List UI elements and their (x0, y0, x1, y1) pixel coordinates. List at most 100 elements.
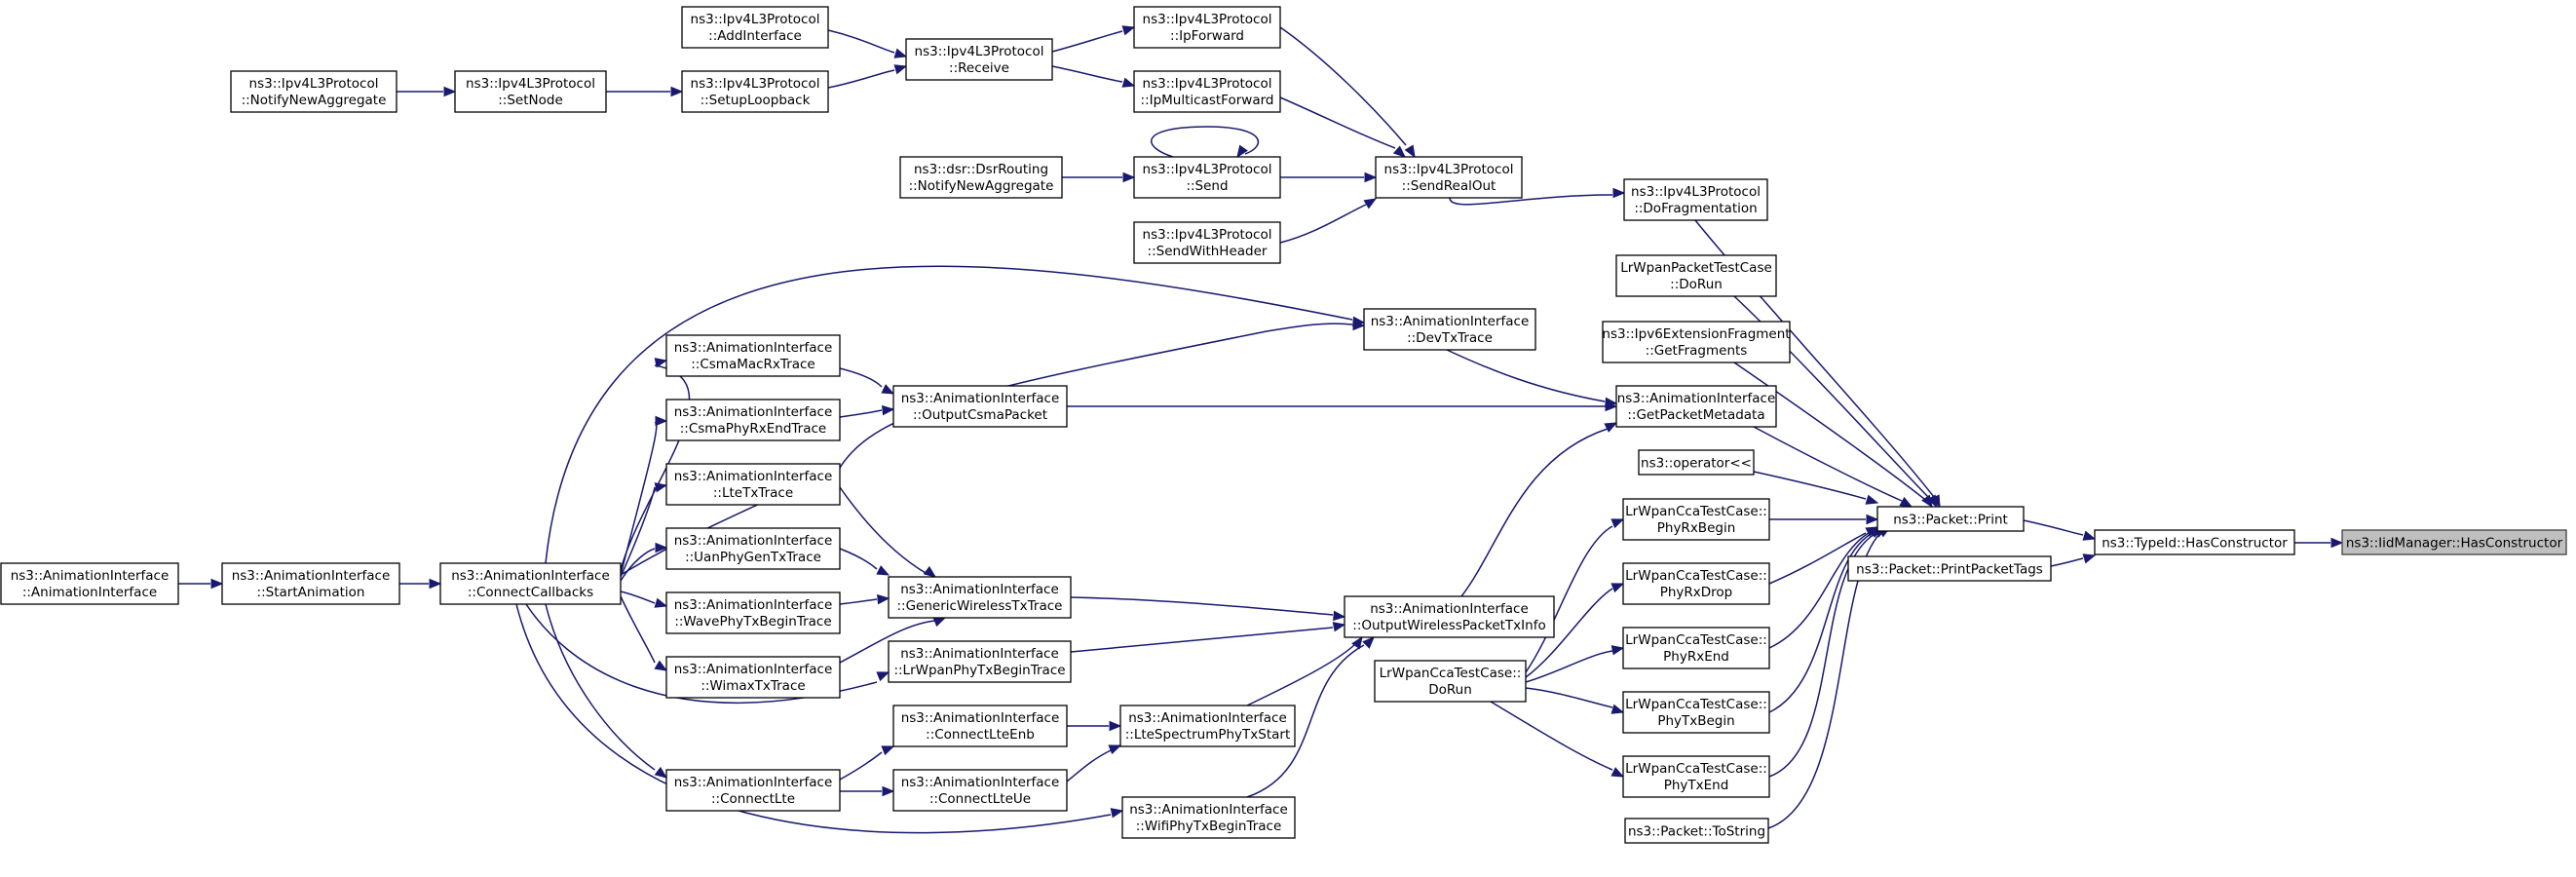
node-label-line2: ::GetFragments (1646, 343, 1748, 359)
node-box (221, 562, 400, 605)
node-label-line1: ns3::AnimationInterface (1371, 314, 1530, 329)
edge-line (1525, 650, 1613, 683)
node-box (230, 70, 398, 113)
node-connectlteenb[interactable]: ns3::AnimationInterface::ConnectLteEnb (892, 705, 1068, 747)
node-ipv4-send[interactable]: ns3::Ipv4L3Protocol::Send (1133, 156, 1281, 199)
node-label-line2: DoRun (1428, 682, 1472, 698)
node-label-line2: PhyRxDrop (1660, 585, 1733, 600)
edge-arrow (397, 86, 457, 97)
node-uanphygentxtrace[interactable]: ns3::AnimationInterface::UanPhyGenTxTrac… (665, 527, 841, 570)
edge-arrow (620, 415, 668, 576)
node-operator-stream[interactable]: ns3::operator<< (1638, 449, 1755, 476)
node-getpacketmetadata[interactable]: ns3::AnimationInterface::GetPacketMetada… (1615, 385, 1777, 428)
node-ltespectrumphytxstart[interactable]: ns3::AnimationInterface::LteSpectrumPhyT… (1119, 705, 1296, 747)
arrowhead-icon (1236, 144, 1248, 159)
node-csmamacrxtrace[interactable]: ns3::AnimationInterface::CsmaMacRxTrace (665, 334, 841, 377)
node-connectcallbacks[interactable]: ns3::AnimationInterface::ConnectCallback… (439, 562, 622, 605)
node-ltetxtrace[interactable]: ns3::AnimationInterface::LteTxTrace (665, 463, 841, 506)
node-ipv4-ipforward[interactable]: ns3::Ipv4L3Protocol::IpForward (1133, 6, 1281, 49)
node-ipv4-sendwithheader[interactable]: ns3::Ipv4L3Protocol::SendWithHeader (1133, 221, 1281, 264)
node-lrwpanpackettestcase-dorun[interactable]: LrWpanPacketTestCase::DoRun (1615, 254, 1777, 297)
arrowhead-icon (876, 565, 890, 576)
node-dsrrouting-notifynewaggregate[interactable]: ns3::dsr::DsrRouting::NotifyNewAggregate (899, 156, 1063, 199)
node-packet-printpackettags[interactable]: ns3::Packet::PrintPacketTags (1847, 555, 2052, 582)
node-ipv4-ipmulticastforward[interactable]: ns3::Ipv4L3Protocol::IpMulticastForward (1133, 70, 1281, 113)
node-label-line2: ::SendWithHeader (1148, 244, 1268, 259)
node-box (665, 399, 841, 441)
node-ipv4-addinterface[interactable]: ns3::Ipv4L3Protocol::AddInterface (681, 6, 829, 49)
node-ipv4-notifynewaggregate[interactable]: ns3::Ipv4L3Protocol::NotifyNewAggregate (230, 70, 398, 113)
node-wimaxtxtrace[interactable]: ns3::AnimationInterface::WimaxTxTrace (665, 656, 841, 699)
arrowhead-icon (1333, 610, 1346, 622)
edge-arrow (1051, 65, 1136, 88)
node-csmaphyrxendtrace[interactable]: ns3::AnimationInterface::CsmaPhyRxEndTra… (665, 399, 841, 441)
arrowhead-icon (882, 785, 895, 797)
node-animationinterface-ctor[interactable]: ns3::AnimationInterface::AnimationInterf… (0, 562, 179, 605)
node-box (2341, 529, 2567, 555)
node-box (1615, 254, 1777, 297)
node-box (888, 640, 1072, 683)
edge-line (1051, 30, 1123, 53)
arrowhead-icon (1351, 635, 1363, 650)
node-lrwpancca-phytxbegin[interactable]: LrWpanCcaTestCase::PhyTxBegin (1622, 691, 1770, 734)
node-box (1622, 627, 1770, 669)
node-label-line2: ::StartAnimation (257, 585, 365, 600)
edge-arrow (1753, 426, 1913, 508)
node-box (892, 705, 1068, 747)
node-box (665, 334, 841, 377)
node-ipv4-setnode[interactable]: ns3::Ipv4L3Protocol::SetNode (454, 70, 607, 113)
node-ipv4-sendrealout[interactable]: ns3::Ipv4L3Protocol::SendRealOut (1375, 156, 1523, 199)
node-label-line1: ns3::AnimationInterface (1370, 601, 1529, 617)
node-lrwpancca-phyrxdrop[interactable]: LrWpanCcaTestCase::PhyRxDrop (1622, 562, 1770, 605)
edge-line (839, 751, 883, 781)
node-box (1375, 156, 1523, 199)
edge-arrow (1490, 701, 1625, 778)
arrowhead-icon (1392, 145, 1406, 158)
node-ipv4-setuploopback[interactable]: ns3::Ipv4L3Protocol::SetupLoopback (681, 70, 829, 113)
node-lrwpancca-phyrxbegin[interactable]: LrWpanCcaTestCase::PhyRxBegin (1622, 498, 1770, 541)
node-typeid-hasconstructor[interactable]: ns3::TypeId::HasConstructor (2094, 529, 2295, 555)
node-wifiphytxbegintrace[interactable]: ns3::AnimationInterface::WifiPhyTxBeginT… (1121, 796, 1296, 839)
node-packet-print[interactable]: ns3::Packet::Print (1876, 506, 2025, 532)
edge-line (839, 598, 878, 605)
edge-line (839, 409, 883, 418)
edges-layer (178, 25, 2344, 834)
node-connectlteue[interactable]: ns3::AnimationInterface::ConnectLteUe (892, 769, 1068, 812)
node-box (1344, 595, 1555, 638)
node-packet-tostring[interactable]: ns3::Packet::ToString (1624, 818, 1769, 844)
node-genericwirelesstxtrace[interactable]: ns3::AnimationInterface::GenericWireless… (888, 576, 1072, 619)
arrowhead-icon (1121, 77, 1136, 88)
node-label-line2: PhyRxBegin (1657, 520, 1736, 536)
arrowhead-icon (1610, 767, 1625, 778)
node-lrwpancca-dorun[interactable]: LrWpanCcaTestCase::DoRun (1374, 660, 1527, 703)
edge-arrow (1768, 526, 1882, 649)
arrowhead-icon (654, 358, 668, 368)
node-startanimation[interactable]: ns3::AnimationInterface::StartAnimation (221, 562, 400, 605)
node-label-line1: ns3::Ipv4L3Protocol (1143, 162, 1272, 177)
node-outputcsmapacket[interactable]: ns3::AnimationInterface::OutputCsmaPacke… (892, 385, 1068, 428)
arrowhead-icon (1921, 494, 1933, 509)
node-box (1623, 178, 1768, 221)
node-label: ns3::operator<< (1641, 456, 1752, 472)
node-ipv6extensionfragment-getfragments[interactable]: ns3::Ipv6ExtensionFragment::GetFragments (1602, 321, 1791, 363)
node-iidmanager-hasconstructor[interactable]: ns3::IidManager::HasConstructor (2341, 529, 2567, 555)
node-wavephytxbegintrace[interactable]: ns3::AnimationInterface::WavePhyTxBeginT… (665, 591, 841, 634)
node-label: ns3::Packet::Print (1893, 513, 2008, 528)
node-ipv4-dofragmentation[interactable]: ns3::Ipv4L3Protocol::DoFragmentation (1623, 178, 1768, 221)
node-ipv4-receive[interactable]: ns3::Ipv4L3Protocol::Receive (905, 38, 1053, 81)
node-box (1602, 321, 1791, 363)
node-label-line1: ns3::AnimationInterface (451, 568, 610, 584)
edge-line (525, 603, 878, 704)
node-lrwpanphytxbegintrace[interactable]: ns3::AnimationInterface::LrWpanPhyTxBegi… (888, 640, 1072, 683)
arrowhead-icon (1110, 808, 1124, 819)
edge-line (1279, 96, 1396, 149)
node-box (1622, 691, 1770, 734)
arrowhead-icon (1865, 494, 1879, 505)
node-connectlte[interactable]: ns3::AnimationInterface::ConnectLte (665, 769, 841, 812)
node-outputwirelesspackettxinfo[interactable]: ns3::AnimationInterface::OutputWirelessP… (1344, 595, 1555, 638)
node-lrwpancca-phyrxend[interactable]: LrWpanCcaTestCase::PhyRxEnd (1622, 627, 1770, 669)
node-devtxtrace[interactable]: ns3::AnimationInterface::DevTxTrace (1363, 308, 1536, 351)
node-lrwpancca-phytxend[interactable]: LrWpanCcaTestCase::PhyTxEnd (1622, 755, 1770, 798)
edge-arrow (1769, 514, 1879, 525)
